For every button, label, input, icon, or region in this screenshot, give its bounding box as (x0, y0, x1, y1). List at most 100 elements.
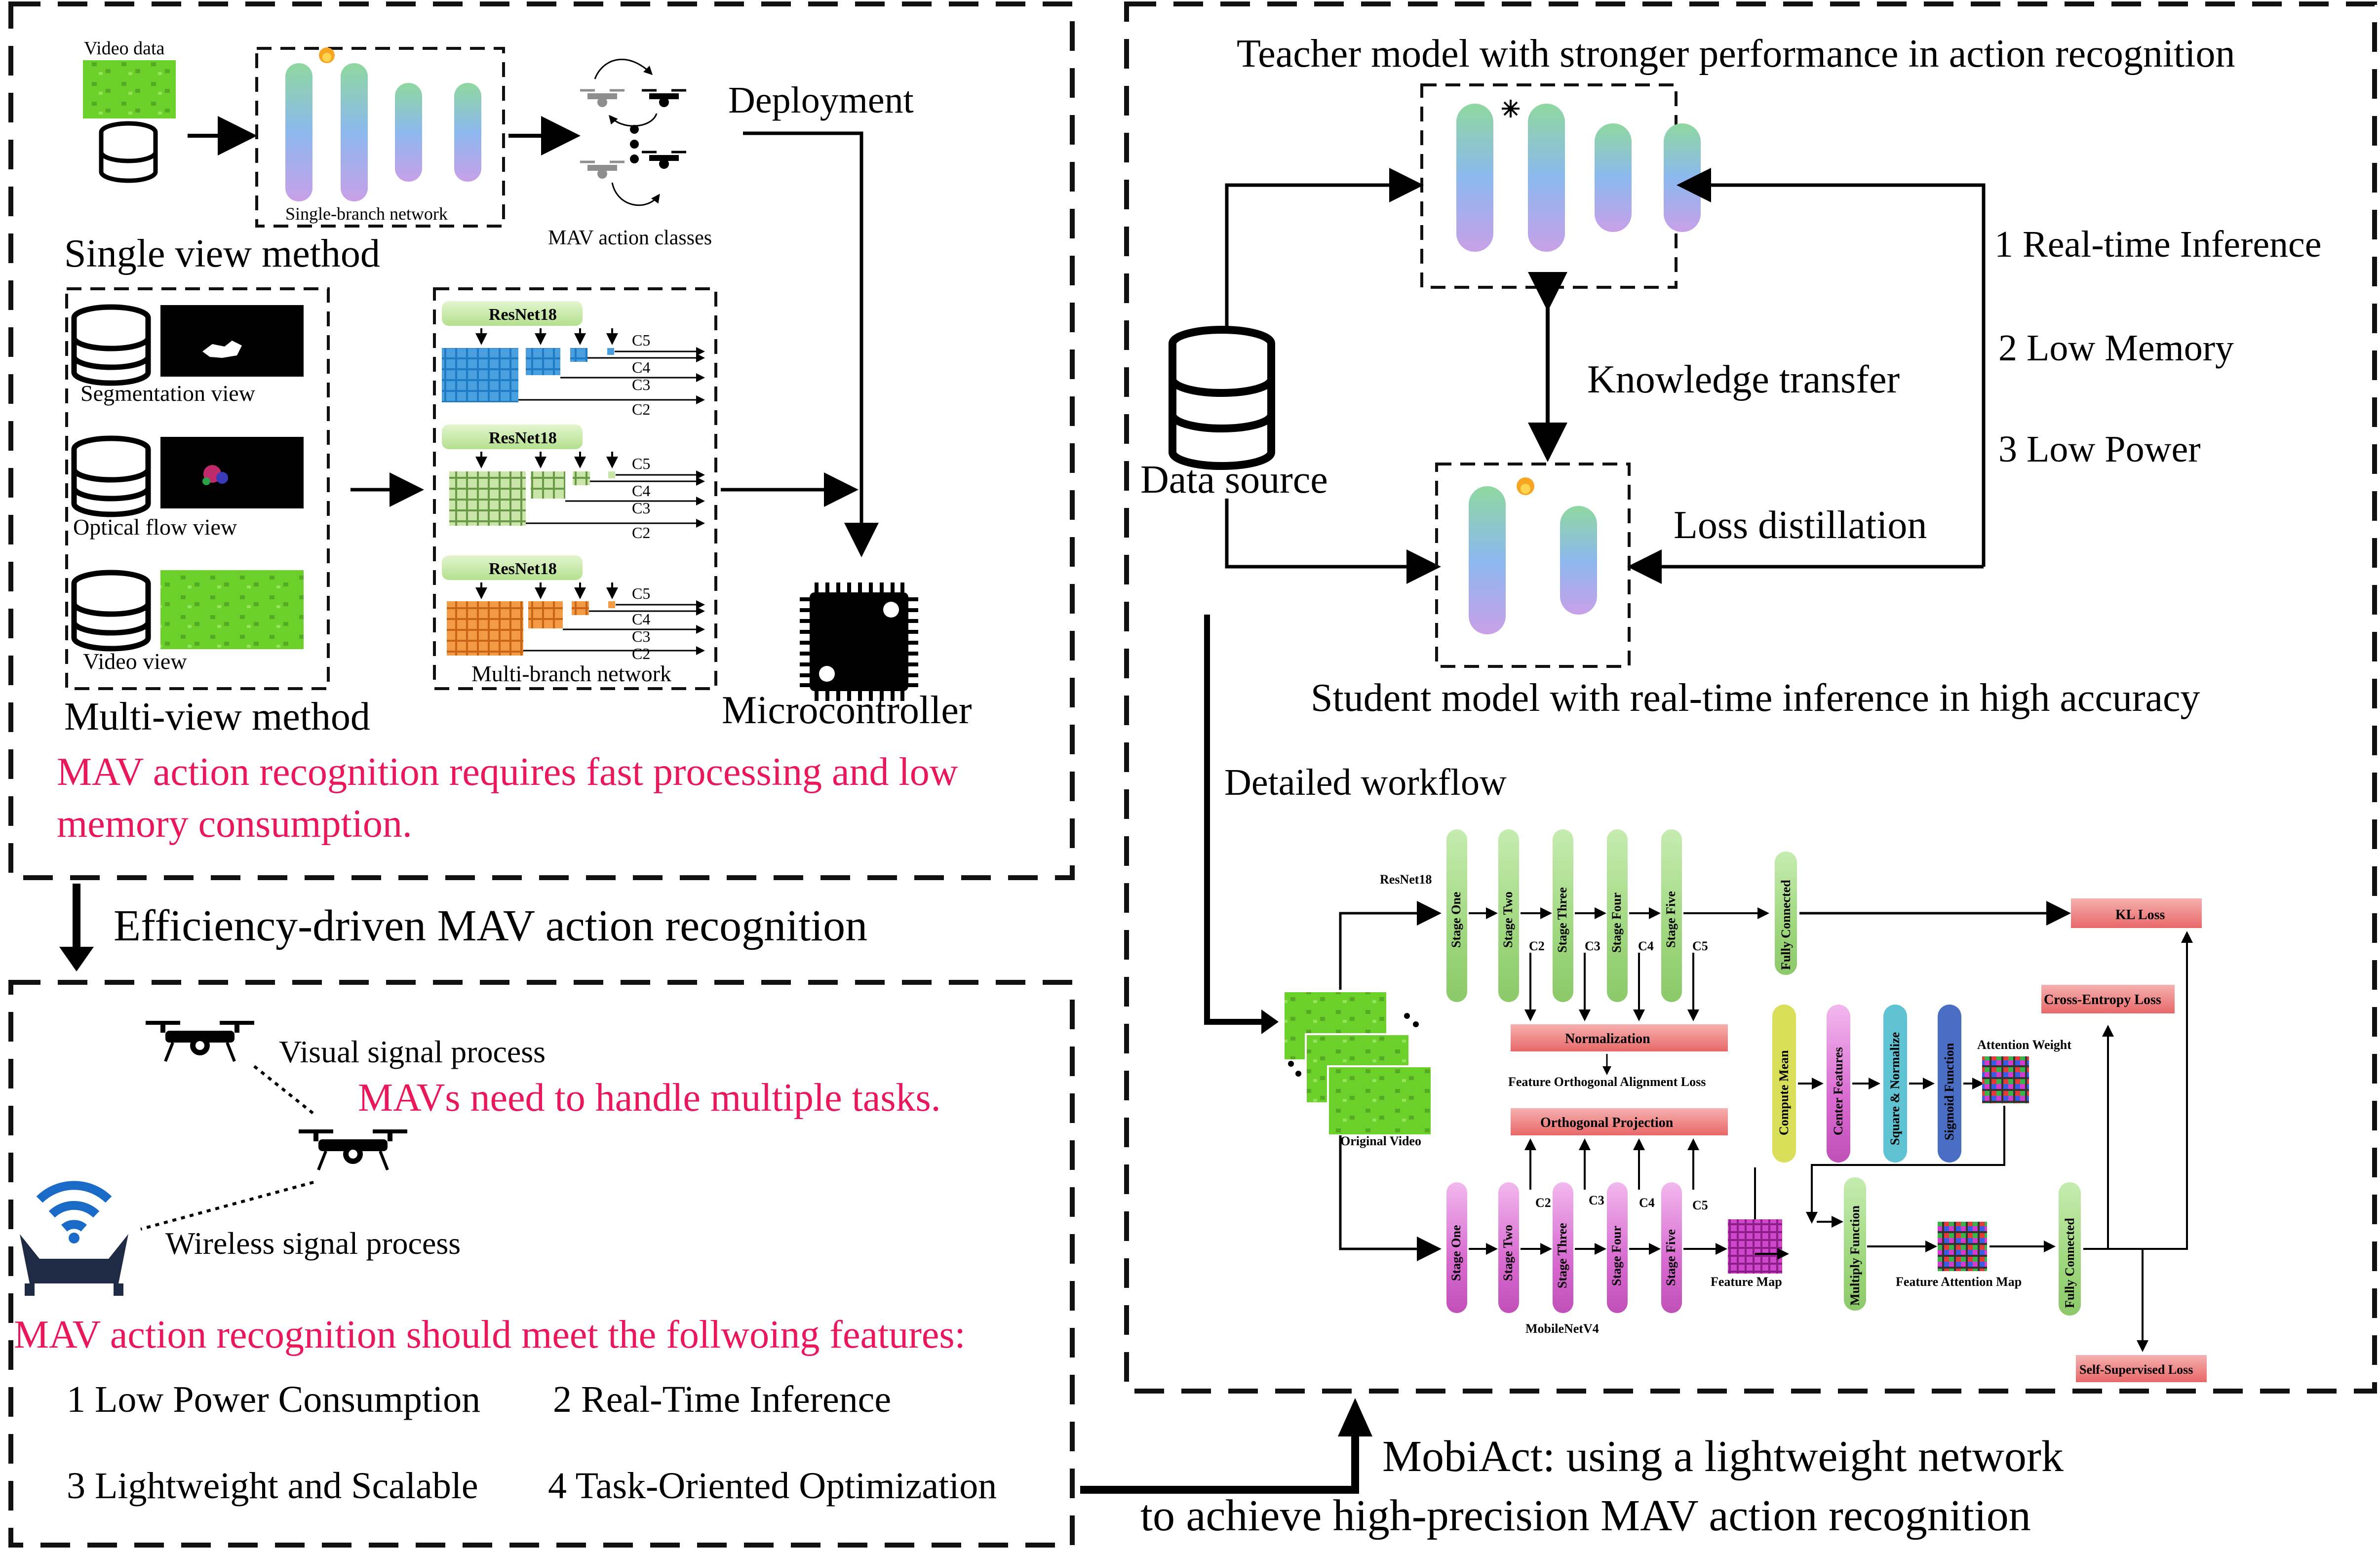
square-normalize-label: Square & Normalize (1888, 1032, 1902, 1145)
network-pill-3 (395, 83, 422, 182)
orthogonal-projection-label: Orthogonal Projection (1540, 1115, 1674, 1130)
arrow-data-to-student (1225, 499, 1441, 584)
mav-action-classes-group (580, 59, 686, 206)
resnet18-label: ResNet18 (489, 306, 557, 324)
teacher-pill-2 (1528, 104, 1565, 252)
c2-magenta-label: C2 (1535, 1196, 1551, 1210)
drone-icon (146, 1021, 254, 1062)
right-content: Teacher model with stronger performance … (1140, 32, 2322, 1034)
normalization-label: Normalization (1565, 1031, 1650, 1047)
c5-label: C5 (632, 584, 650, 602)
c5-green-label: C5 (1692, 939, 1708, 953)
database-icon (71, 435, 151, 517)
requirement-line-2: memory consumption. (57, 802, 412, 846)
sigmoid-function-label: Sigmoid Function (1942, 1043, 1956, 1140)
mobiact-line-1: MobiAct: using a lightweight network (1382, 1432, 2064, 1481)
green-stage-4 (1607, 829, 1628, 1002)
green-stage-3 (1553, 829, 1573, 1002)
fc-top (1775, 852, 1797, 975)
teacher-pill-3 (1595, 123, 1632, 232)
drone-icon (580, 160, 624, 179)
stage-two-label: Stage Two (1501, 1225, 1515, 1281)
center-features-pill (1827, 1005, 1850, 1163)
green-stage-1 (1446, 829, 1467, 1002)
student-title: Student model with real-time inference i… (1311, 676, 2200, 720)
self-supervised-loss-box (2076, 1355, 2207, 1382)
database-icon (99, 121, 158, 183)
network-pill-2 (341, 63, 368, 201)
feature-4: 4 Task-Oriented Optimization (548, 1465, 997, 1507)
video-frame-front (1327, 1065, 1433, 1136)
loss-distillation-label: Loss distillation (1674, 504, 1927, 547)
microcontroller-label: Microcontroller (722, 689, 972, 732)
video-view-label: Video view (83, 649, 187, 674)
green-stage-2 (1498, 829, 1519, 1002)
teacher-pill-4 (1664, 123, 1701, 232)
kl-loss-box (2071, 898, 2202, 928)
orthogonal-projection-bar (1511, 1108, 1728, 1135)
drone-icon (642, 151, 686, 169)
c4-magenta-label: C4 (1639, 1196, 1655, 1210)
kl-loss-label: KL Loss (2115, 907, 2165, 923)
feature-map (1728, 1219, 1782, 1274)
deployment-arrow (743, 131, 879, 557)
c2-label: C2 (632, 645, 650, 662)
c5-magenta-label: C5 (1692, 1198, 1708, 1212)
multiply-function-pill (1844, 1177, 1866, 1311)
magenta-stage-3 (1553, 1182, 1573, 1313)
magenta-stage-1 (1446, 1182, 1467, 1313)
single-branch-network-label: Single-branch network (285, 204, 448, 224)
bottom-left-panel (8, 980, 1075, 1548)
c4-label: C4 (632, 358, 650, 376)
c3-label: C3 (632, 627, 650, 645)
database-icon (71, 570, 151, 652)
c3-label: C3 (632, 499, 650, 517)
feature-2: 2 Real-Time Inference (553, 1379, 891, 1420)
fire-icon (1517, 477, 1534, 495)
stage-five-label: Stage Five (1664, 891, 1678, 948)
resnet18-label: ResNet18 (489, 560, 557, 578)
video-data-label: Video data (84, 38, 165, 59)
resnet18-workflow-label: ResNet18 (1380, 872, 1432, 887)
c5-label: C5 (632, 455, 650, 472)
mav-action-classes-label: MAV action classes (548, 227, 712, 249)
teacher-title: Teacher model with stronger performance … (1237, 32, 2235, 76)
req-2: 2 Low Memory (1998, 327, 2234, 369)
green-stage-5 (1661, 829, 1682, 1002)
mobilenetv4-label: MobileNetV4 (1525, 1321, 1599, 1336)
c4-green-label: C4 (1638, 939, 1654, 953)
original-video-label: Original Video (1340, 1134, 1421, 1148)
efficiency-transition: Efficiency-driven MAV action recognition (59, 884, 867, 971)
compute-mean-label: Compute Mean (1777, 1050, 1791, 1135)
multi-branch-network-label: Multi-branch network (471, 661, 671, 686)
stage-four-label: Stage Four (1609, 1226, 1624, 1286)
detailed-workflow-label: Detailed workflow (1224, 762, 1507, 803)
arrow-data-to-teacher (1225, 168, 1424, 330)
student-pill-2 (1560, 506, 1597, 615)
optical-flow-view-label: Optical flow view (73, 514, 237, 540)
requirement-line-1: MAV action recognition requires fast pro… (57, 750, 958, 794)
fc-top-label: Fully Connected (1779, 880, 1793, 970)
teacher-pill-1 (1456, 104, 1493, 252)
stage-three-label: Stage Three (1555, 887, 1569, 953)
bottom-left-content: Visual signal process MAVs need to handl… (14, 1021, 997, 1507)
center-features-label: Center Features (1831, 1047, 1845, 1135)
student-pill-1 (1469, 486, 1506, 634)
network-pill-1 (285, 63, 312, 201)
segmentation-view-label: Segmentation view (80, 381, 256, 406)
visual-signal-label: Visual signal process (279, 1034, 546, 1069)
attention-weight-map (1982, 1056, 2029, 1103)
student-box (1435, 463, 1631, 668)
fc-bottom-label: Fully Connected (2063, 1218, 2077, 1308)
video-view-image (160, 570, 304, 649)
req-1: 1 Real-time Inference (1994, 224, 2322, 265)
c2-label: C2 (632, 400, 650, 418)
multiple-tasks-label: MAVs need to handle multiple tasks. (358, 1076, 941, 1120)
compute-mean-pill (1772, 1005, 1796, 1163)
self-supervised-loss-label: Self-Supervised Loss (2079, 1362, 2193, 1377)
req-3: 3 Low Power (1998, 428, 2201, 470)
sigmoid-function-pill (1938, 1005, 1961, 1163)
stage-four-label: Stage Four (1609, 892, 1624, 953)
multi-view-section: Segmentation view Optical flow view Vide… (57, 287, 972, 846)
